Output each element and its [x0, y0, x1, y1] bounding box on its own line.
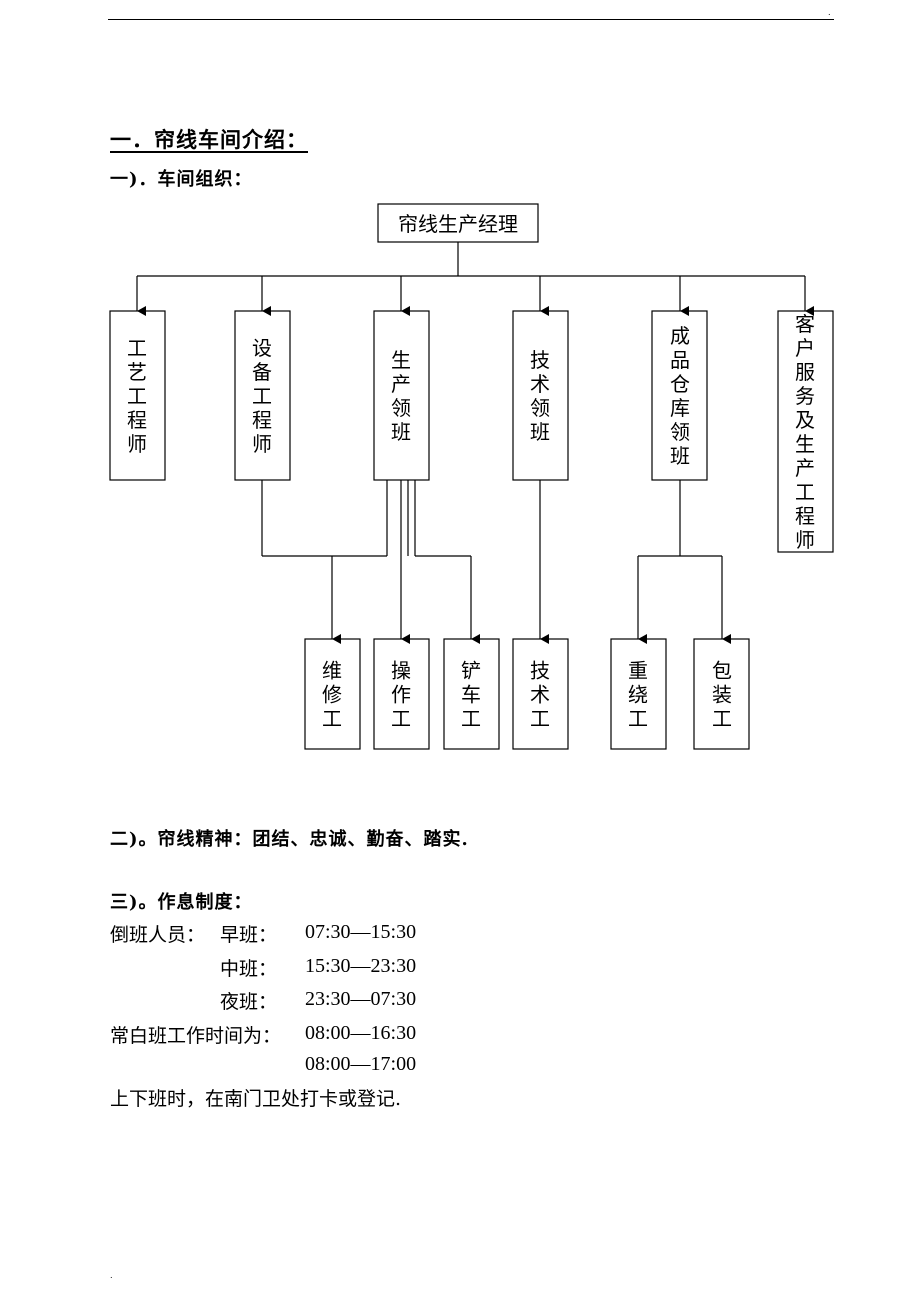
org-label-packer: 包装工 [712, 659, 732, 731]
day-shift-time-1: 08:00—16:30 [305, 1022, 417, 1044]
org-label-technician: 技术工 [530, 659, 550, 731]
subsection-heading-org: 一)．车间组织： [110, 169, 253, 190]
night-shift-time: 23:30—07:30 [305, 988, 417, 1010]
early-shift-time: 07:30—15:30 [305, 921, 417, 943]
org-label-warehouse-foreman: 成品仓库领班 [670, 324, 690, 468]
day-shift-label: 常白班工作时间为： [110, 1025, 282, 1047]
header-rule [108, 19, 834, 20]
org-label-process-engineer: 工艺工程师 [127, 336, 147, 456]
org-box-process-engineer [109, 310, 166, 481]
section-title: 一．帘线车间介绍： [110, 127, 308, 152]
org-label-operator: 操作工 [391, 659, 411, 731]
org-label-rewinder: 重绕工 [628, 659, 648, 731]
org-label-customer-service-engineer: 客户服务及生产工程师 [795, 312, 815, 552]
day-shift-time-2: 08:00—17:00 [305, 1053, 417, 1075]
shift-staff-label: 倒班人员： [110, 924, 206, 946]
check-in-note: 上下班时，在南门卫处打卡或登记. [110, 1088, 402, 1110]
org-box-forklift-driver [443, 638, 500, 750]
early-shift-label: 早班： [220, 924, 278, 946]
org-box-operator [373, 638, 430, 750]
org-box-technician [512, 638, 569, 750]
spirit-heading: 二)。帘线精神：团结、忠诚、勤奋、踏实. [110, 829, 469, 850]
org-box-customer-service-engineer [777, 310, 834, 553]
org-label-forklift-driver: 铲车工 [461, 659, 481, 731]
org-box-rewinder [610, 638, 667, 750]
footer-corner-mark: . [110, 1271, 113, 1280]
org-label-equipment-engineer: 设备工程师 [252, 336, 272, 456]
schedule-heading: 三)。作息制度： [110, 892, 253, 913]
middle-shift-label: 中班： [220, 958, 278, 980]
org-chart: 帘线生产经理 工艺工程师 设备工程师 生产领班 技术领班 成品仓库领班 客户服务及生产工程… [109, 203, 834, 750]
org-label-production-foreman: 生产领班 [391, 348, 411, 444]
org-box-packer [693, 638, 750, 750]
middle-shift-time: 15:30—23:30 [305, 955, 417, 977]
night-shift-label: 夜班： [220, 991, 278, 1013]
org-box-maintenance-worker [304, 638, 361, 750]
org-label-maintenance-worker: 维修工 [322, 659, 342, 731]
org-root-label: 帘线生产经理 [398, 212, 518, 236]
header-corner-mark: . [828, 8, 831, 17]
org-label-technical-foreman: 技术领班 [530, 348, 550, 444]
